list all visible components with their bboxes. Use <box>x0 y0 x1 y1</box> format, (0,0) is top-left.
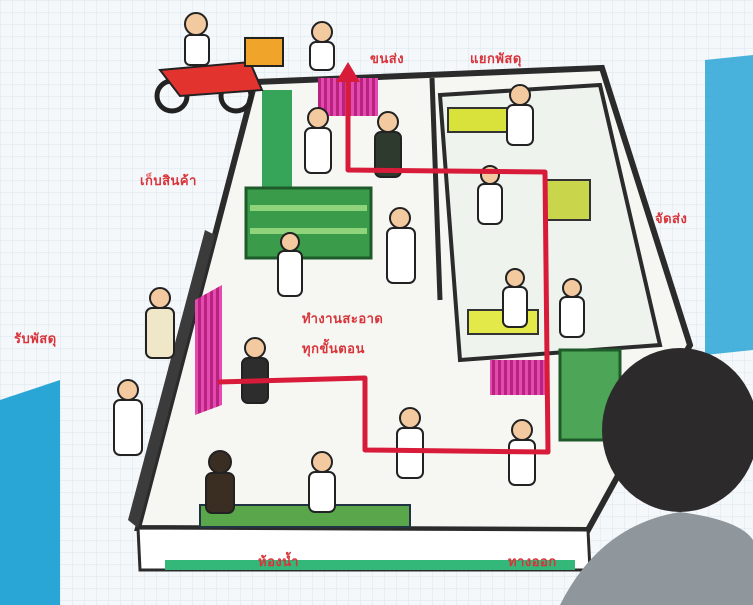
label-every-step: ทุกขั้นตอน <box>302 342 365 357</box>
building-left-wall <box>128 230 215 528</box>
figure <box>113 379 143 456</box>
route-line <box>217 80 551 455</box>
route-path <box>217 62 551 455</box>
figure <box>386 207 416 284</box>
figure <box>477 165 503 225</box>
figure <box>277 232 303 297</box>
label-restroom: ห้องน้ำ <box>258 555 299 570</box>
figure <box>304 107 332 174</box>
label-receiving: รับพัสดุ <box>14 332 57 347</box>
room-upper-left-green-wall <box>262 90 292 190</box>
figure <box>145 287 175 359</box>
shelf-upper-left-stripe <box>250 205 367 211</box>
label-sorting: แยกพัสดุ <box>470 52 522 67</box>
label-delivery: จัดส่ง <box>655 212 688 227</box>
room-right-block <box>437 82 663 363</box>
route-arrowhead <box>336 62 360 82</box>
screen-left-blue-band <box>0 380 60 605</box>
delivery-motorcycle <box>154 12 284 114</box>
shelf-upper-left-stripe-2 <box>250 228 367 234</box>
figure <box>502 268 528 328</box>
figure <box>205 450 235 514</box>
label-transport: ขนส่ง <box>370 52 405 67</box>
figure <box>396 407 424 479</box>
label-storage: เก็บสินค้า <box>140 174 197 189</box>
front-wall-green-trim <box>165 560 575 570</box>
screen-right-blue-band <box>705 55 753 355</box>
left-magenta-panel <box>195 285 222 415</box>
figure <box>308 451 336 513</box>
label-clean-work: ทำงานสะอาด <box>302 312 384 327</box>
figure <box>559 278 585 338</box>
figure <box>506 84 534 146</box>
desk-right-upper <box>544 179 591 221</box>
presenter-silhouette <box>560 348 753 605</box>
figure <box>309 21 335 71</box>
figure <box>241 337 269 404</box>
right-magenta-panel <box>490 360 548 395</box>
figure <box>374 111 402 178</box>
shelf-upper-left <box>244 186 373 260</box>
partition-top-center <box>429 77 443 301</box>
label-exit: ทางออก <box>508 555 557 570</box>
desk-bottom-row <box>199 504 411 528</box>
